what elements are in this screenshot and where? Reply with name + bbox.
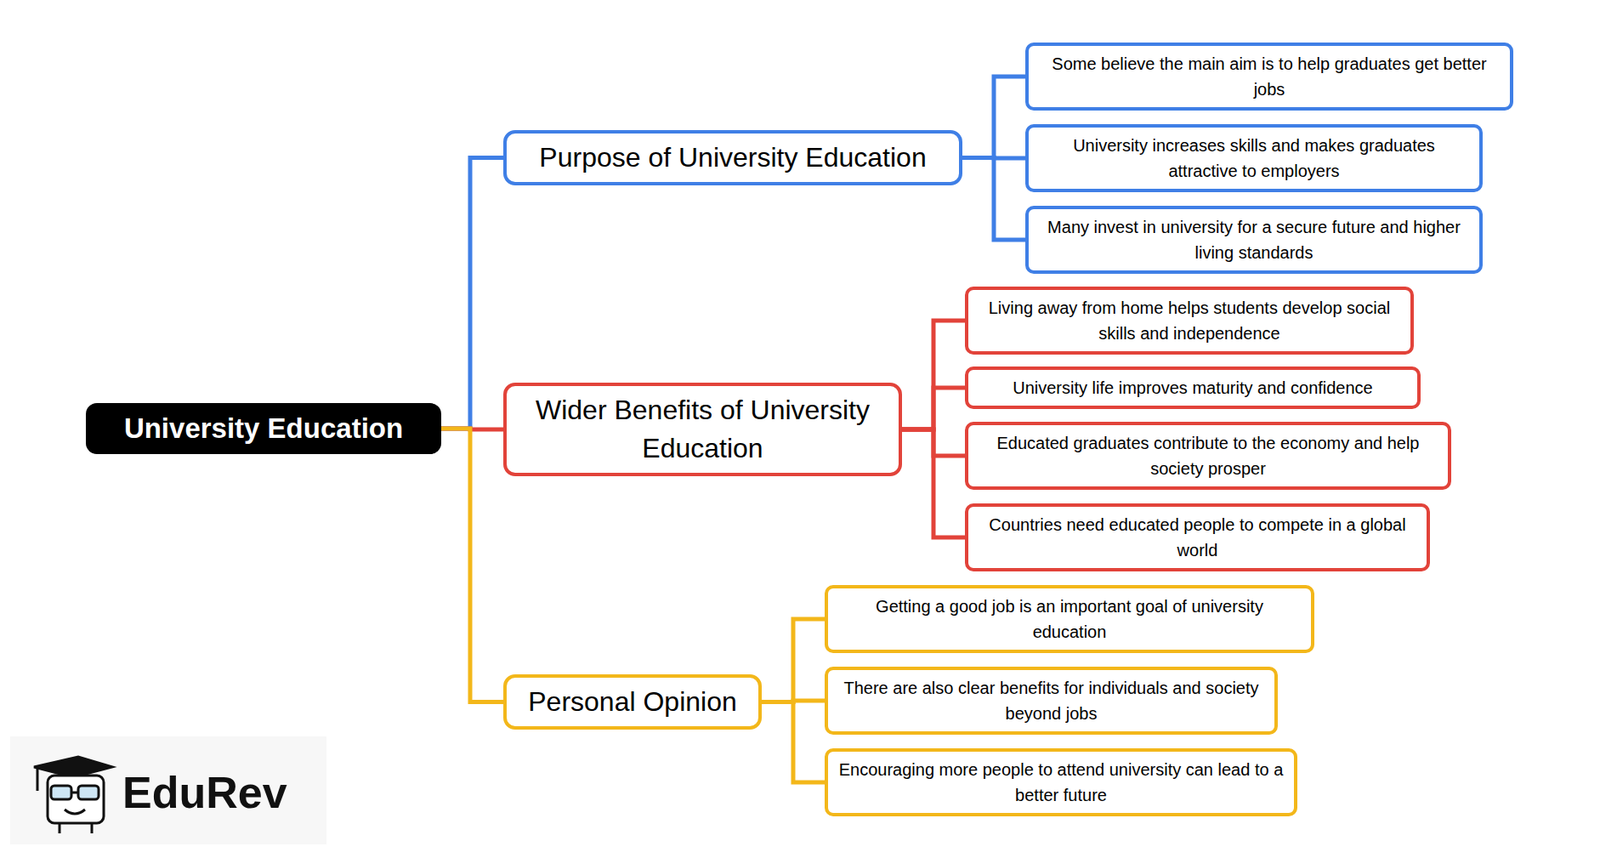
leaf-box: Encouraging more people to attend univer… <box>824 748 1298 817</box>
branch-connector <box>761 702 825 783</box>
leaf-text: Living away from home helps students dev… <box>976 295 1402 347</box>
leaf-text: Educated graduates contribute to the eco… <box>976 430 1440 482</box>
branch-box: Personal Opinion <box>503 674 762 730</box>
branch-connector <box>902 429 965 538</box>
branch-box: Purpose of University Education <box>503 130 963 186</box>
leaf-text: There are also clear benefits for indivi… <box>836 675 1266 727</box>
leaf-text: Getting a good job is an important goal … <box>836 593 1303 645</box>
leaf-text: Some believe the main aim is to help gra… <box>1037 51 1502 103</box>
leaf-text: Encouraging more people to attend univer… <box>836 756 1286 808</box>
leaf-box: Living away from home helps students dev… <box>964 286 1414 355</box>
branch-connector <box>962 76 1026 159</box>
leaf-box: Many invest in university for a secure f… <box>1025 205 1483 274</box>
branch-connector <box>761 618 825 703</box>
branch-connector <box>441 428 504 703</box>
branch-connector <box>441 158 504 430</box>
branch-title: Purpose of University Education <box>539 138 926 177</box>
leaf-box: Some believe the main aim is to help gra… <box>1025 42 1514 111</box>
logo-panel <box>10 736 327 845</box>
root-box: University Education <box>85 402 442 454</box>
leaf-box: Educated graduates contribute to the eco… <box>964 421 1452 490</box>
leaf-text: Countries need educated people to compet… <box>976 511 1419 563</box>
branch-connector <box>902 387 965 430</box>
root-title: University Education <box>124 412 403 445</box>
leaf-box: Countries need educated people to compet… <box>964 503 1430 572</box>
branch-title: Wider Benefits of University Education <box>518 391 887 468</box>
branch-connector <box>902 320 965 430</box>
leaf-box: University life improves maturity and co… <box>964 366 1421 409</box>
leaf-box: University increases skills and makes gr… <box>1025 124 1483 193</box>
leaf-text: Many invest in university for a secure f… <box>1037 214 1471 266</box>
branch-box: Wider Benefits of University Education <box>503 382 903 477</box>
leaf-box: Getting a good job is an important goal … <box>824 584 1315 653</box>
branch-connector <box>962 158 1026 241</box>
leaf-text: University life improves maturity and co… <box>1012 374 1374 401</box>
logo-icon <box>34 756 113 834</box>
leaf-box: There are also clear benefits for indivi… <box>824 666 1278 735</box>
logo-wordmark: EduRev <box>122 766 288 818</box>
leaf-text: University increases skills and makes gr… <box>1037 132 1471 184</box>
branch-title: Personal Opinion <box>527 682 737 721</box>
